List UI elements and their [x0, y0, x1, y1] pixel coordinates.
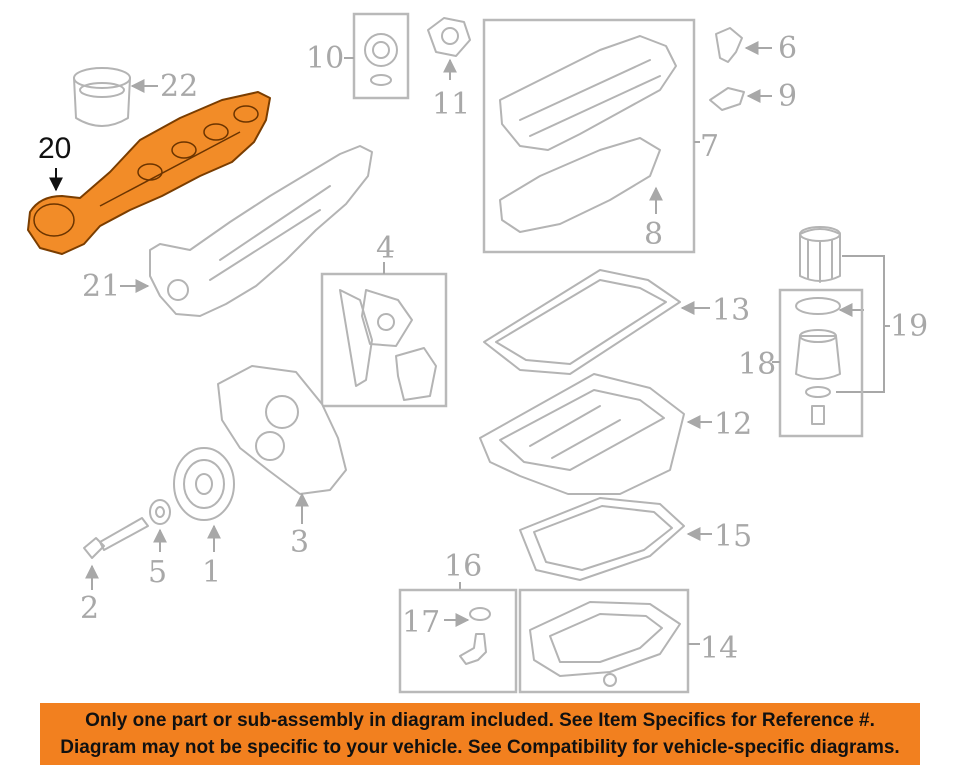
part-4-group: 4 [320, 231, 448, 408]
part-6-sensor: 6 [715, 27, 797, 66]
part-7-box [482, 18, 696, 254]
part-2-bolt: 2 [80, 517, 149, 626]
part-12-oil-pan: 12 [479, 373, 752, 495]
disclaimer-line-2: Diagram may not be specific to your vehi… [60, 737, 900, 758]
callout-21: 21 [82, 269, 120, 304]
callout-4: 4 [376, 231, 395, 266]
callout-9: 9 [778, 79, 797, 114]
callout-7: 7 [700, 129, 719, 164]
disclaimer-line-1: Only one part or sub-assembly in diagram… [85, 710, 875, 731]
callout-11: 11 [432, 87, 470, 122]
callout-12: 12 [714, 407, 752, 442]
callout-3: 3 [290, 525, 309, 560]
part-14-box [518, 588, 690, 694]
part-20-intake-manifold-highlighted: 20 [27, 91, 271, 255]
disclaimer-banner: Only one part or sub-assembly in diagram… [40, 703, 920, 765]
part-10-group: 10 [306, 12, 410, 100]
callout-16: 16 [444, 549, 482, 584]
part-21-manifold: 21 [82, 145, 373, 317]
part-5-seal: 5 [148, 499, 171, 590]
part-3-front-cover: 3 [217, 365, 347, 560]
part-16-box [398, 588, 518, 694]
part-16-group: 16 17 [398, 549, 518, 694]
callout-5: 5 [148, 555, 167, 590]
callout-17: 17 [402, 605, 440, 640]
callout-10: 10 [306, 41, 344, 76]
callout-14: 14 [700, 631, 738, 666]
part-9-gasket: 9 [709, 79, 797, 114]
part-1-crank-pulley: 1 [173, 447, 235, 590]
part-14-lower-oil-pan: 14 [518, 588, 738, 694]
callout-15: 15 [714, 519, 752, 554]
callout-1: 1 [202, 555, 221, 590]
callout-6: 6 [778, 31, 797, 66]
callout-2: 2 [80, 591, 99, 626]
callout-22: 22 [160, 69, 198, 104]
part-10-box [352, 12, 410, 100]
callout-19: 19 [890, 309, 928, 344]
callout-20: 20 [38, 132, 71, 165]
part-13-oil-pan-gasket: 13 [483, 269, 750, 375]
part-11-cap: 11 [427, 17, 471, 122]
part-19-oil-filter: 19 [799, 226, 928, 393]
callout-18: 18 [738, 347, 776, 382]
callout-13: 13 [712, 293, 750, 328]
part-18-filter-housing-group: 18 [738, 288, 864, 438]
callout-8: 8 [644, 217, 663, 252]
part-22-seal-ring: 22 [73, 67, 198, 127]
part-7-valve-cover-group: 7 8 [482, 18, 719, 254]
part-15-lower-pan-gasket: 15 [519, 497, 752, 581]
